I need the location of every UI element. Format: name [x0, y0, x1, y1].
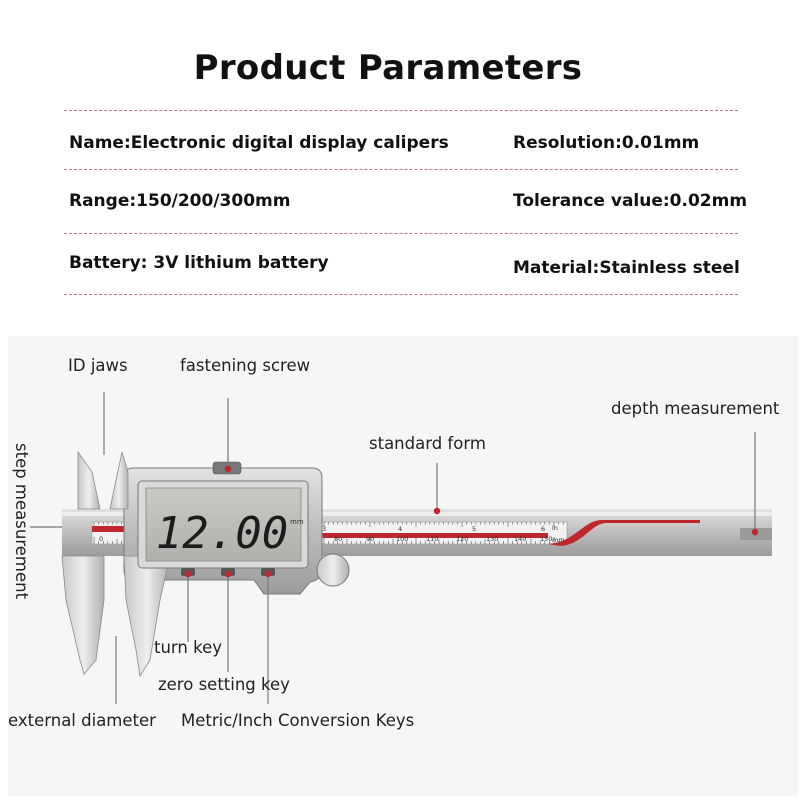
ruler-mm-unit: mm — [552, 536, 565, 544]
ruler-mm-label: 100 — [396, 535, 408, 543]
label-zero-setting-key: zero setting key — [158, 675, 290, 694]
spec-battery: Battery: 3V lithium battery — [69, 253, 329, 273]
spec-material: Material:Stainless steel — [513, 258, 740, 278]
label-id-jaws: ID jaws — [68, 356, 128, 375]
sliding-outer-jaw — [123, 555, 171, 678]
ruler-red-band — [318, 533, 548, 538]
label-conversion-keys: Metric/Inch Conversion Keys — [181, 711, 415, 730]
divider — [64, 110, 738, 111]
ruler-mm-label: 110 — [426, 535, 438, 543]
divider — [64, 169, 738, 170]
thumb-wheel — [316, 553, 350, 587]
page-title: Product Parameters — [193, 48, 583, 88]
spec-resolution: Resolution:0.01mm — [513, 133, 700, 153]
ruler-mm-label: 120 — [456, 535, 468, 543]
ruler-mm-label: 150 — [540, 535, 552, 543]
label-turn-key: turn key — [154, 638, 223, 657]
ruler-inch-label: 6 — [541, 525, 545, 533]
lcd-reading: 12.00 — [156, 508, 288, 559]
lcd-screen — [145, 487, 302, 562]
divider — [64, 294, 738, 295]
ruler-red-band — [92, 526, 134, 532]
spec-tolerance: Tolerance value:0.02mm — [513, 191, 748, 211]
ruler-inch-label: 3 — [322, 525, 326, 533]
ruler-inch-label: 4 — [398, 525, 402, 533]
ruler-inch-unit: in — [552, 524, 558, 532]
ruler-mm-label: 0 — [99, 535, 103, 543]
label-external-diameter: external diameter — [8, 711, 156, 730]
fixed-outer-jaw — [61, 555, 105, 675]
label-fastening-screw: fastening screw — [180, 356, 311, 375]
ruler-mm-label: 80 — [334, 535, 342, 543]
ruler-mm-label: 140 — [514, 535, 526, 543]
label-standard-form: standard form — [369, 434, 486, 453]
spec-name: Name:Electronic digital display calipers — [69, 133, 449, 153]
lcd-unit: mm — [290, 518, 304, 526]
ruler-inch-label: 5 — [472, 525, 476, 533]
label-depth-measurement: depth measurement — [611, 399, 780, 418]
fixed-inner-jaw — [77, 450, 101, 510]
ruler-mm-label: 130 — [486, 535, 498, 543]
ruler-mm-label: 90 — [366, 535, 374, 543]
divider — [64, 233, 738, 234]
swoosh-decoration — [548, 520, 700, 546]
spec-range: Range:150/200/300mm — [69, 191, 291, 211]
label-step-measurement: step measurement — [12, 443, 31, 600]
sliding-inner-jaw — [109, 451, 129, 510]
